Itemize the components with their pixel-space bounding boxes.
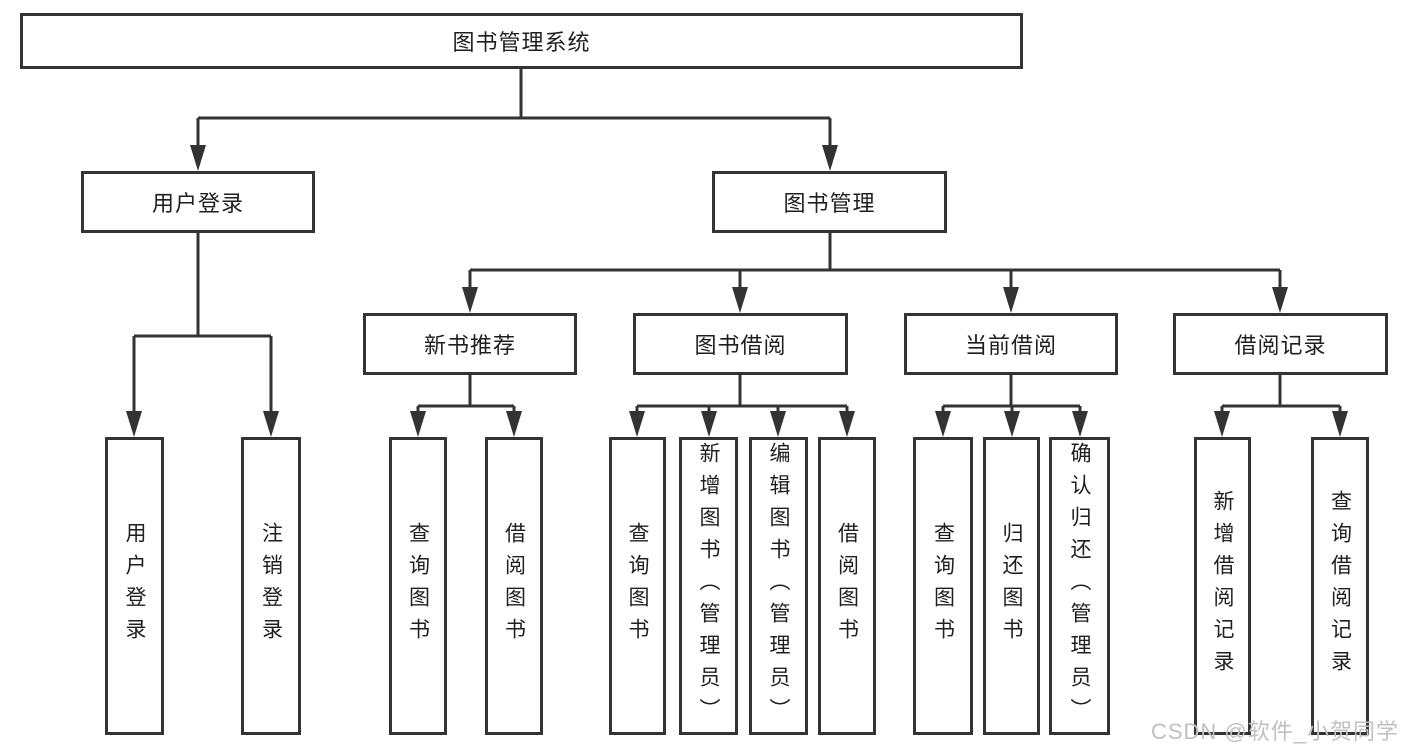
csdn-watermark: CSDN @软件_小贺同学 [1150, 719, 1399, 744]
arrow-down-icon [935, 411, 951, 437]
leaf-current-query-books: 查询图书 [913, 437, 973, 735]
node-book-borrowing: 图书借阅 [633, 313, 848, 375]
leaf-record-query-borrow-record: 查询借阅记录 [1311, 437, 1369, 735]
connector-userlogin-to-leaves [126, 233, 279, 437]
arrow-down-icon [1003, 287, 1019, 313]
node-root: 图书管理系统 [20, 13, 1023, 69]
leaf-newbook-borrow-books: 借阅图书 [485, 437, 543, 735]
node-current-borrowing: 当前借阅 [904, 313, 1118, 375]
connector-bookmgmt-to-level2 [462, 233, 1288, 313]
arrow-down-icon [839, 411, 855, 437]
leaf-borrow-query-books: 查询图书 [609, 437, 666, 735]
arrow-down-icon [263, 411, 279, 437]
leaf-newbook-query-books: 查询图书 [389, 437, 447, 735]
arrow-down-icon [506, 411, 522, 437]
arrow-down-icon [822, 145, 838, 171]
arrow-down-icon [1072, 411, 1088, 437]
connector-borrowrecord-to-leaves [1214, 375, 1348, 437]
arrow-down-icon [732, 287, 748, 313]
node-user-login: 用户登录 [81, 171, 315, 233]
leaf-user-login: 用户登录 [105, 437, 164, 735]
leaf-borrow-borrow-books: 借阅图书 [818, 437, 876, 735]
leaf-current-confirm-return-admin: 确认归还（管理员） [1049, 437, 1110, 735]
node-book-management: 图书管理 [712, 171, 947, 233]
node-borrowing-records: 借阅记录 [1173, 313, 1388, 375]
arrow-down-icon [126, 411, 142, 437]
arrow-down-icon [190, 145, 206, 171]
arrow-down-icon [462, 287, 478, 313]
arrow-down-icon [1004, 411, 1020, 437]
arrow-down-icon [410, 411, 426, 437]
arrow-down-icon [629, 411, 645, 437]
arrow-down-icon [1272, 287, 1288, 313]
connector-bookborrow-to-leaves [629, 375, 855, 437]
leaf-borrow-edit-books-admin: 编辑图书（管理员） [749, 437, 808, 735]
leaf-logout: 注销登录 [241, 437, 301, 735]
node-new-book-recommend: 新书推荐 [363, 313, 577, 375]
arrow-down-icon [1332, 411, 1348, 437]
leaf-current-return-books: 归还图书 [983, 437, 1040, 735]
arrow-down-icon [701, 411, 717, 437]
connector-newbook-to-leaves [410, 375, 522, 437]
arrow-down-icon [770, 411, 786, 437]
arrow-down-icon [1214, 411, 1230, 437]
leaf-record-add-borrow-record: 新增借阅记录 [1194, 437, 1251, 735]
connector-root-to-level1 [190, 69, 838, 171]
leaf-borrow-add-books-admin: 新增图书（管理员） [679, 437, 738, 735]
connector-currentborrow-to-leaves [935, 375, 1088, 437]
